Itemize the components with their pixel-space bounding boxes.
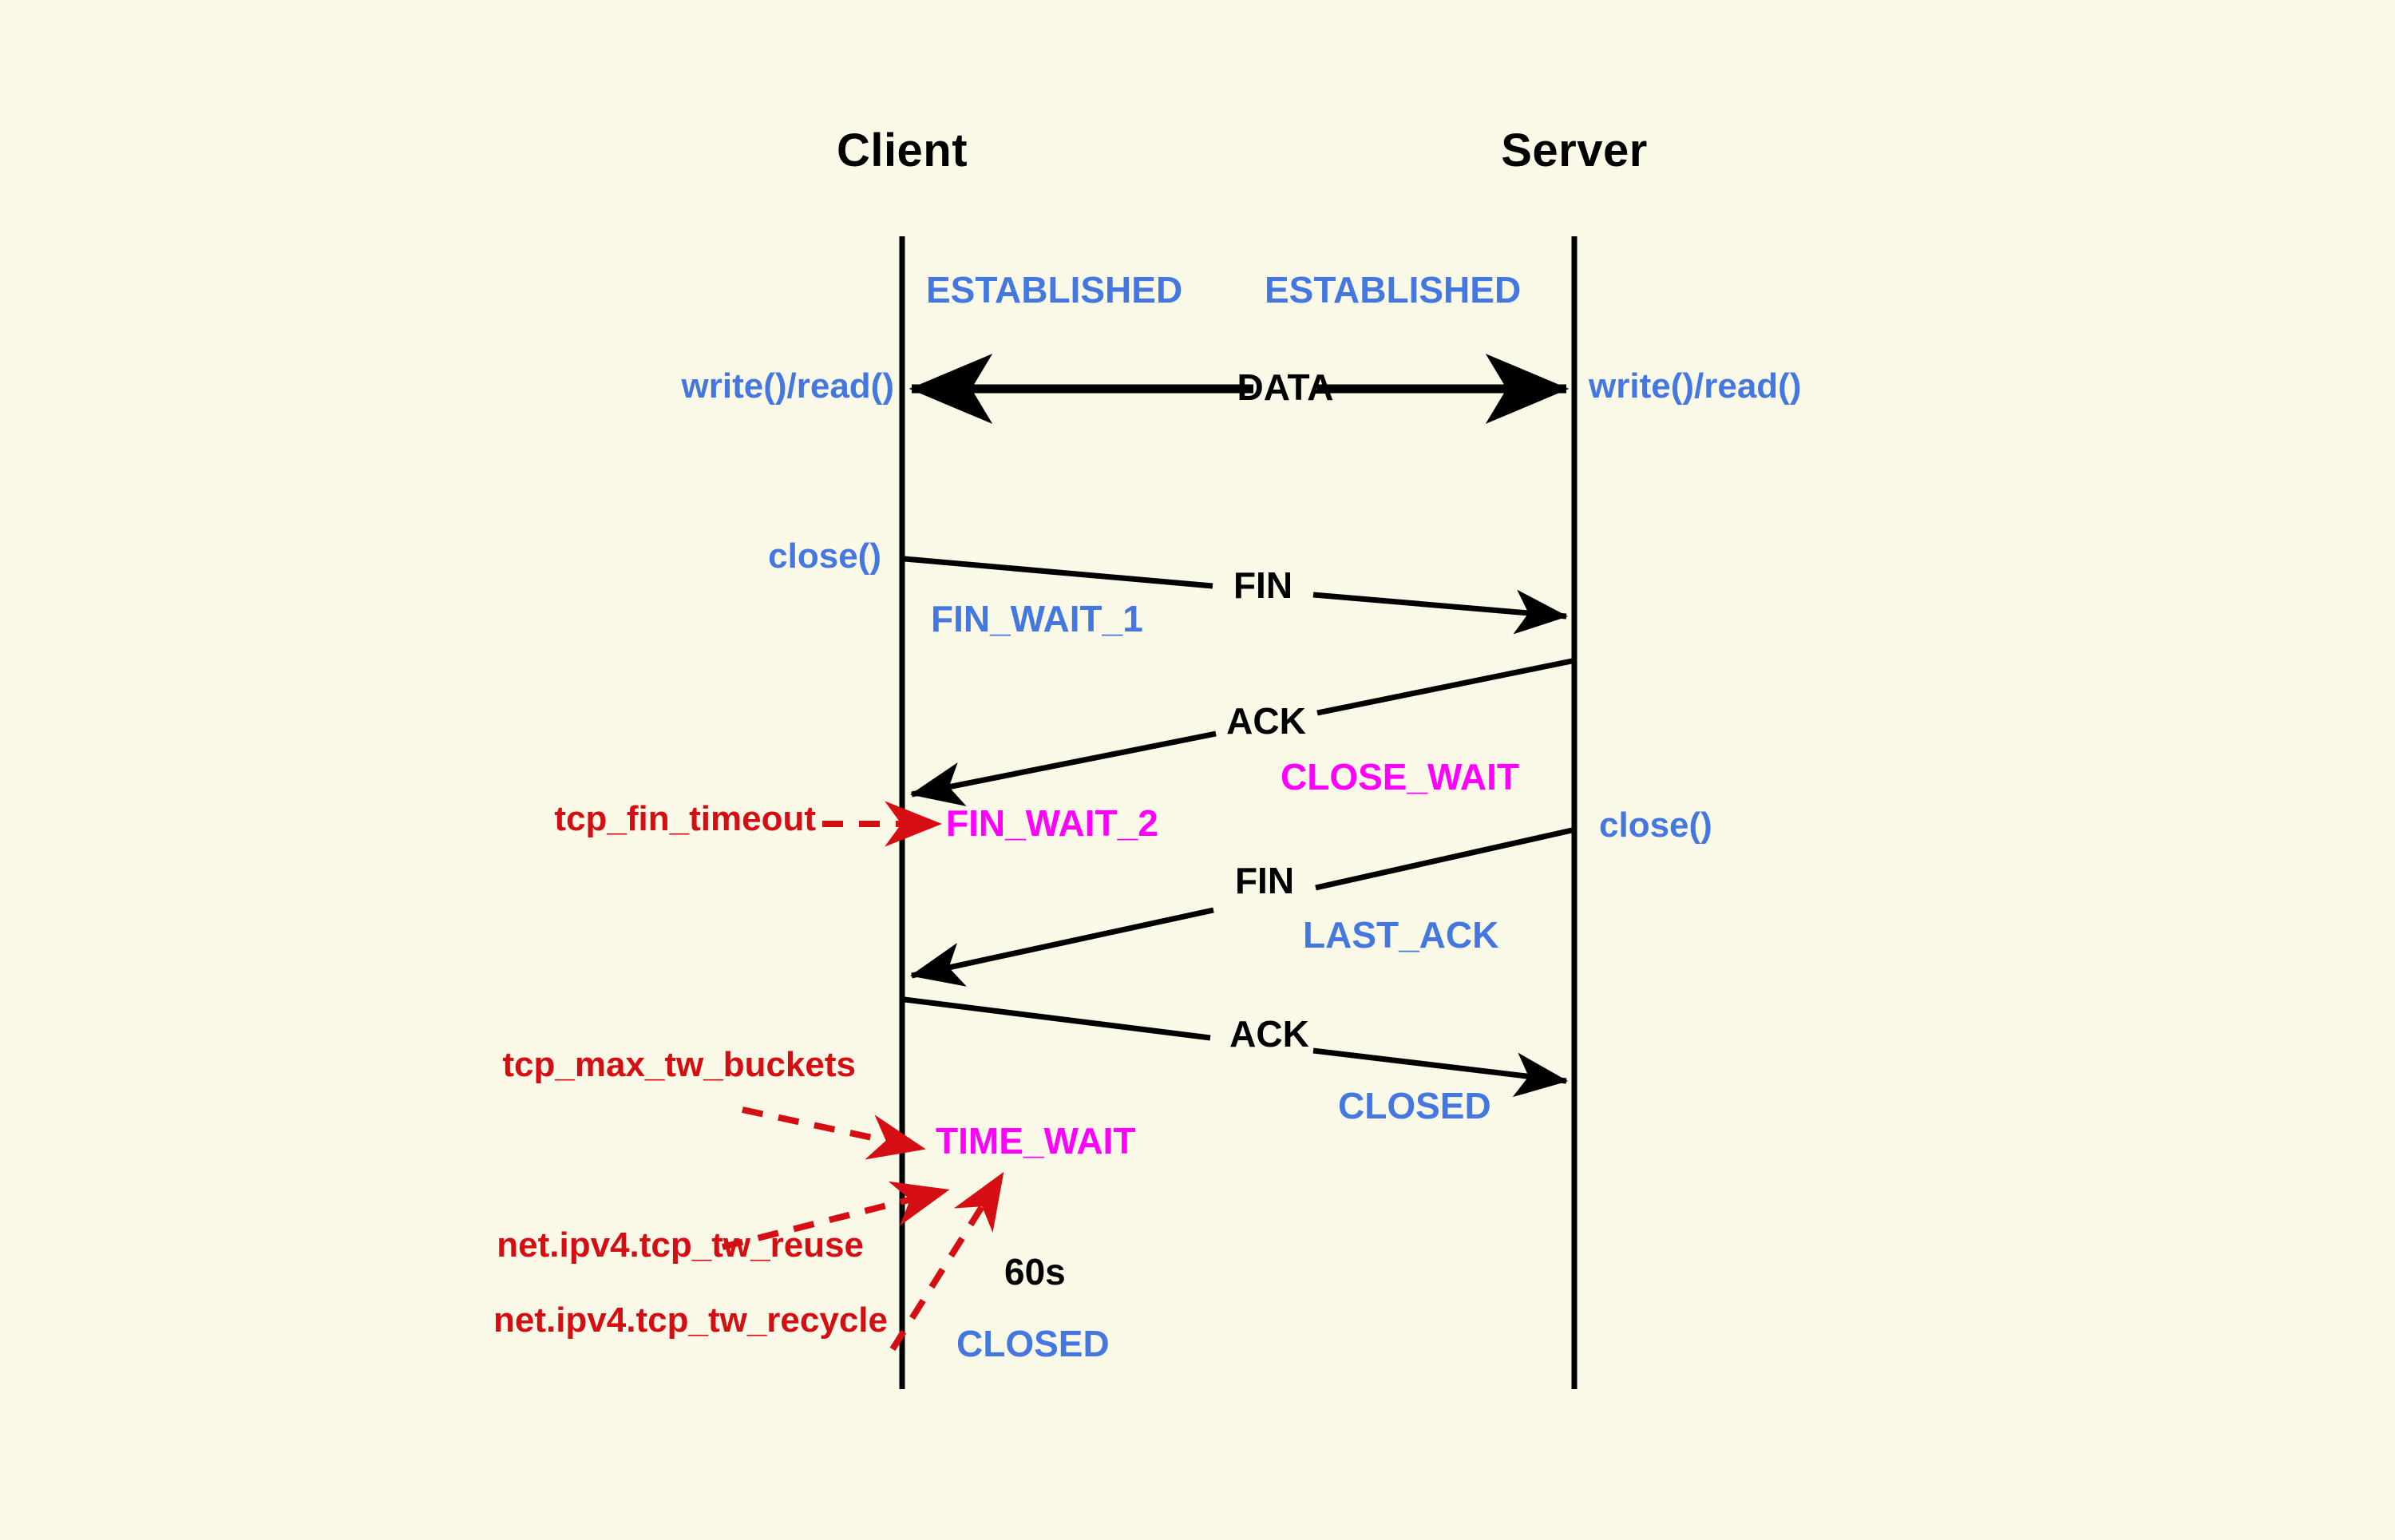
arrow-fin-2-seg-a (1315, 827, 1573, 891)
pointer-net-ipv4-tcp-tw-recycle (889, 1171, 1004, 1352)
actor-label-client: Client (836, 125, 968, 176)
api-server-write-read: write()/read() (1589, 366, 1802, 406)
api-server-close: close() (1599, 806, 1712, 845)
actor-label-server: Server (1501, 125, 1648, 176)
arrow-fin-1-seg-a (904, 556, 1213, 589)
message-label-ack-2: ACK (1229, 1013, 1309, 1055)
arrow-fin-1-seg-b (1312, 589, 1569, 635)
message-label-data: DATA (1237, 366, 1334, 408)
message-label-fin-1: FIN (1233, 564, 1293, 606)
arrow-ack-1-seg-a (1316, 658, 1573, 716)
state-server-established: ESTABLISHED (1265, 269, 1522, 311)
pointer-tcp-max-tw-buckets (742, 1107, 926, 1160)
tunable-label-net-ipv4-tcp-tw-recycle: net.ipv4.tcp_tw_recycle (493, 1300, 888, 1340)
tunable-label-tcp-max-tw-buckets: tcp_max_tw_buckets (502, 1045, 856, 1084)
api-client-close: close() (768, 536, 881, 576)
state-server-closed: CLOSED (1338, 1085, 1491, 1126)
state-server-last-ack: LAST_ACK (1303, 914, 1499, 956)
message-label-fin-2: FIN (1234, 860, 1295, 901)
arrow-ack-1-seg-b (909, 730, 1217, 806)
api-client-write-read: write()/read() (681, 366, 894, 406)
tunable-label-net-ipv4-tcp-tw-reuse: net.ipv4.tcp_tw_reuse (497, 1225, 864, 1265)
arrow-ack-2-seg-b (1312, 1047, 1569, 1098)
state-client-fin-wait-1: FIN_WAIT_1 (931, 598, 1143, 639)
state-client-closed: CLOSED (956, 1323, 1110, 1364)
tunable-label-tcp-fin-timeout: tcp_fin_timeout (554, 799, 816, 838)
state-client-fin-wait-2: FIN_WAIT_2 (946, 802, 1158, 844)
pointer-net-ipv4-tcp-tw-reuse (722, 1181, 950, 1250)
state-server-close-wait: CLOSE_WAIT (1281, 756, 1520, 798)
timer-label-time-wait-duration: 60s (1004, 1251, 1066, 1293)
arrow-fin-2-seg-b (909, 907, 1214, 987)
message-label-ack-1: ACK (1226, 700, 1306, 742)
state-client-time-wait: TIME_WAIT (936, 1120, 1136, 1162)
arrow-ack-2-seg-a (904, 996, 1211, 1041)
state-client-established: ESTABLISHED (926, 269, 1183, 311)
